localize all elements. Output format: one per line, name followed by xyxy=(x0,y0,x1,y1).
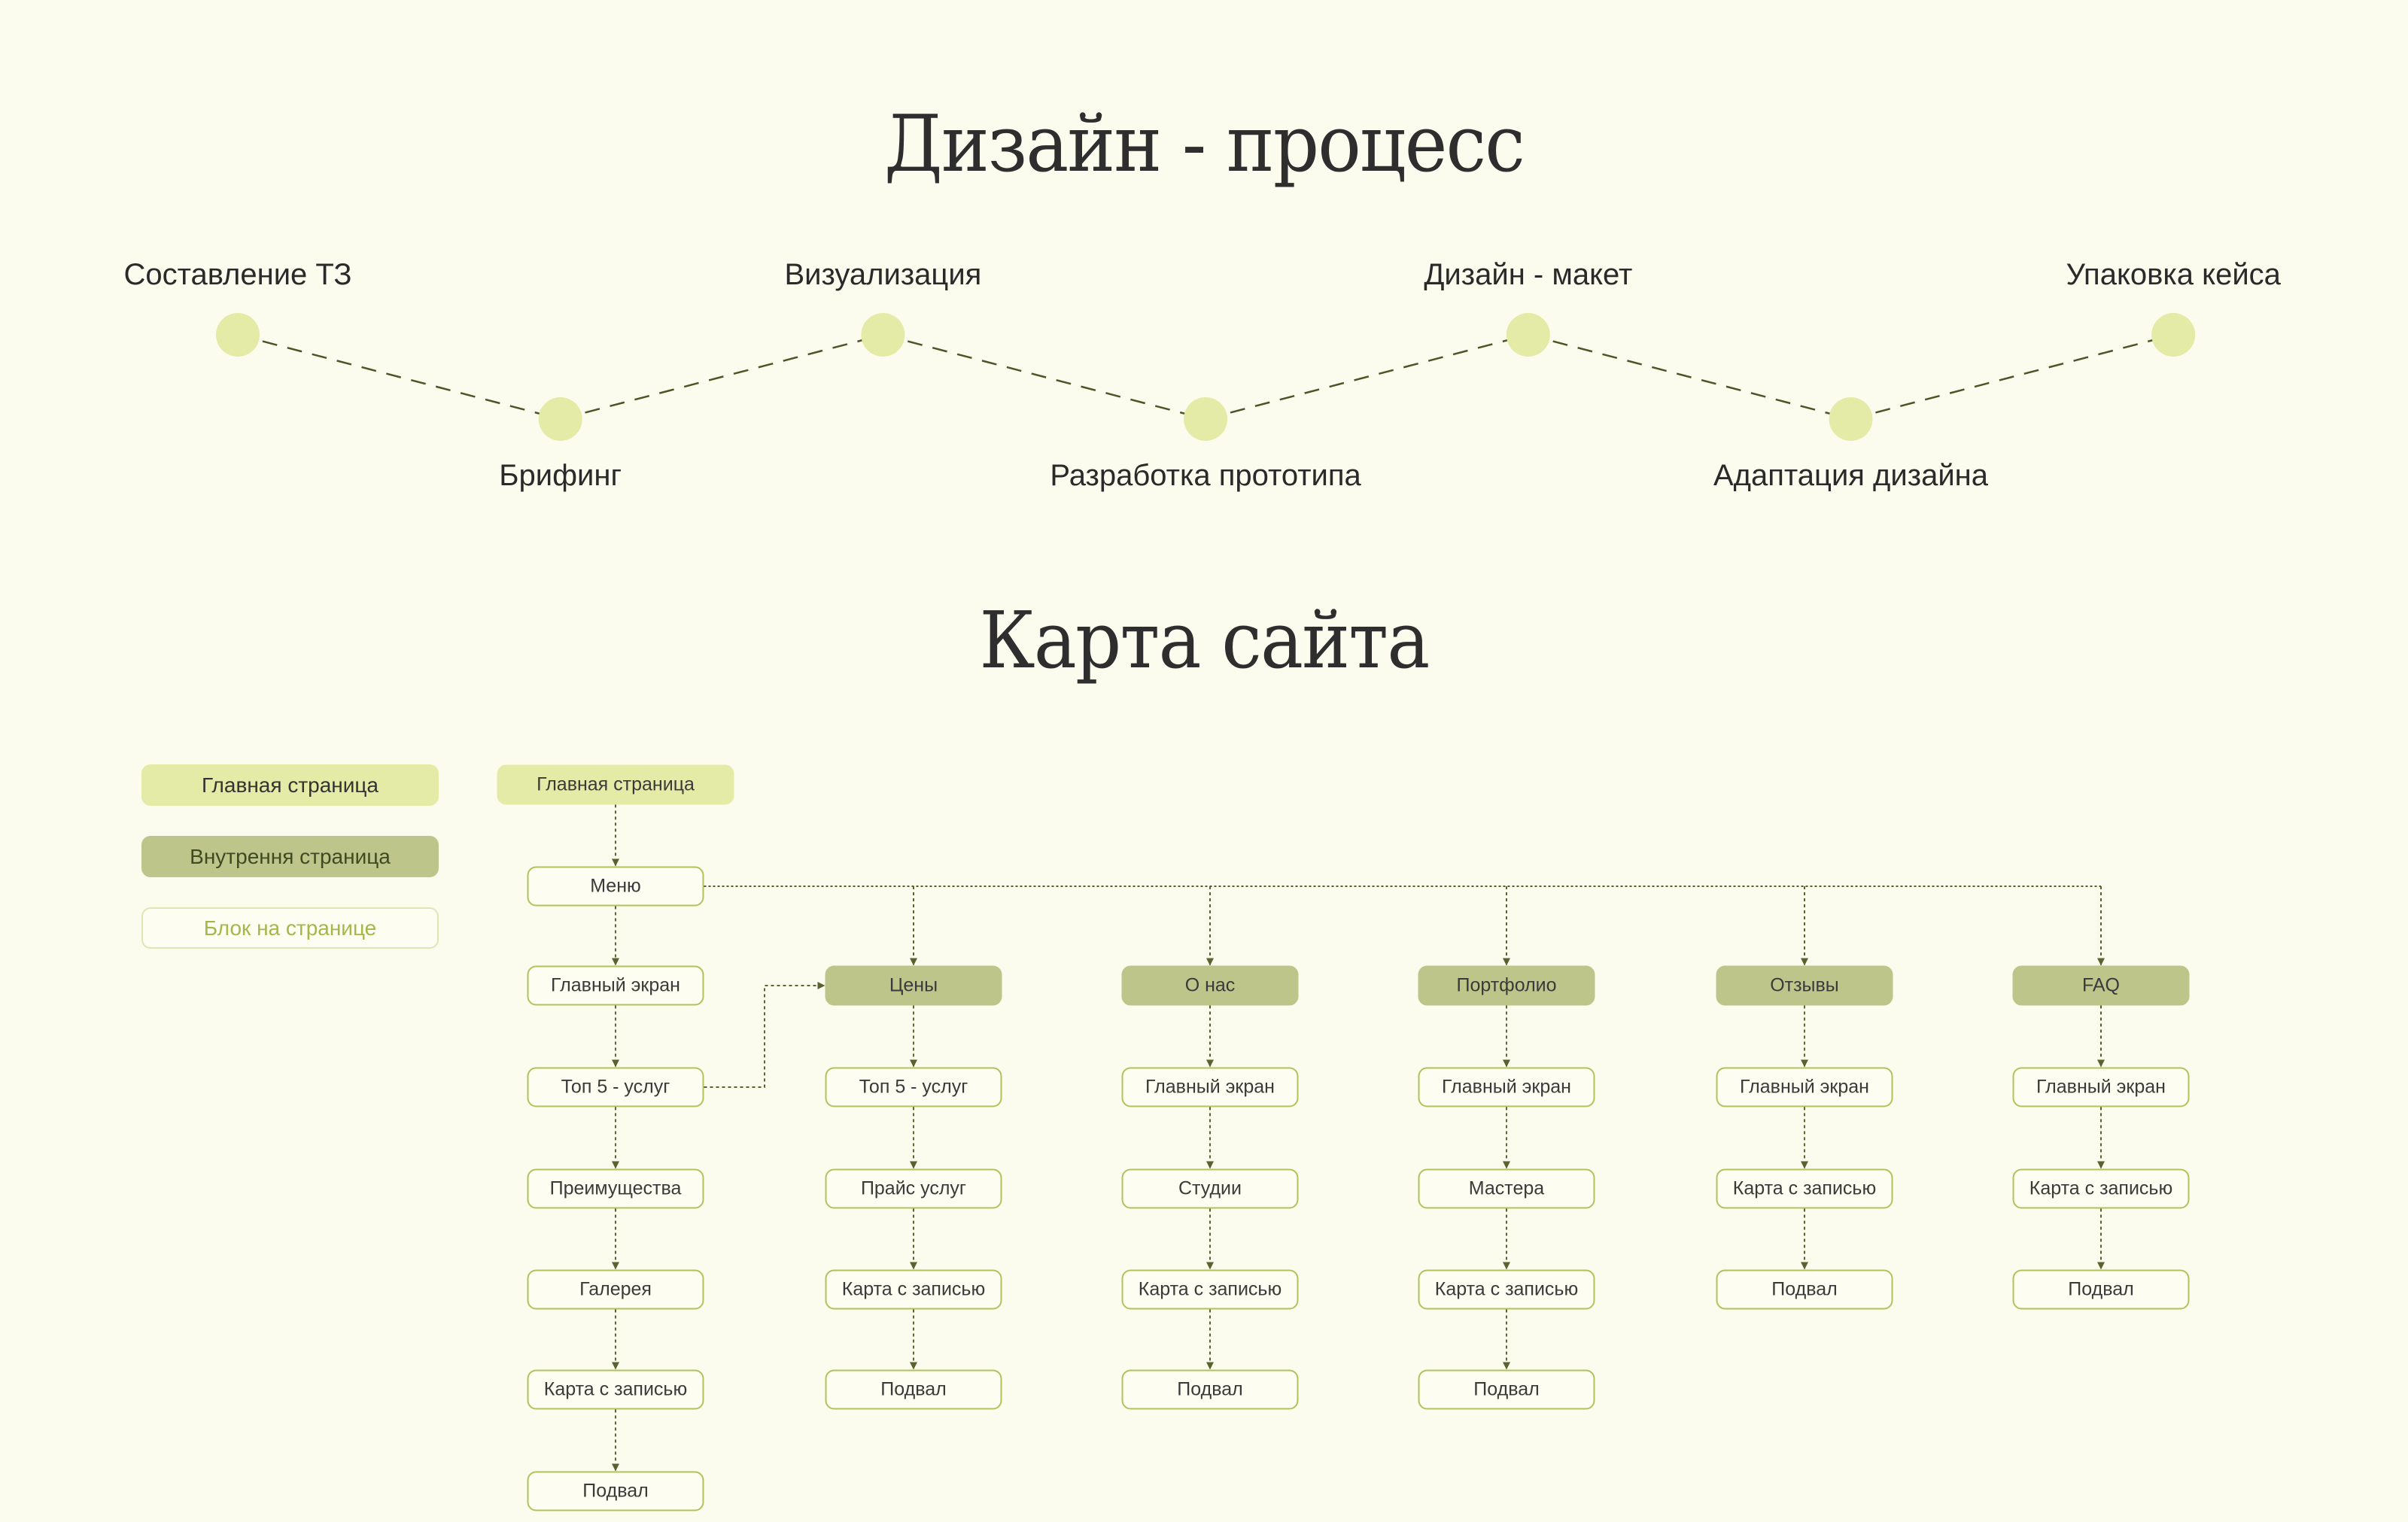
node-page-block[interactable]: Карта с записью xyxy=(1121,1269,1299,1310)
node-label: FAQ xyxy=(2081,974,2120,996)
process-step-dot xyxy=(1506,313,1550,357)
node-page-block[interactable]: Студии xyxy=(1121,1168,1299,1209)
node-label: Отзывы xyxy=(1770,974,1839,996)
node-page-block[interactable]: Подвал xyxy=(1121,1369,1299,1410)
node-label: Подвал xyxy=(1771,1278,1838,1300)
node-page-block[interactable]: Подвал xyxy=(2012,1269,2190,1310)
node-page-block[interactable]: Карта с записью xyxy=(825,1269,1002,1310)
node-home-page[interactable]: Главная страница xyxy=(497,764,734,805)
node-page-4[interactable]: Отзывы xyxy=(1716,965,1893,1006)
node-label: Топ 5 - услуг xyxy=(859,1076,968,1098)
process-step-dot xyxy=(1829,397,1873,441)
node-page-block[interactable]: Карта с записью xyxy=(2012,1168,2190,1209)
node-page-5[interactable]: FAQ xyxy=(2012,965,2190,1006)
node-label: Главный экран xyxy=(2036,1076,2166,1098)
node-label: Карта с записью xyxy=(543,1378,688,1400)
process-connector xyxy=(1528,333,1851,421)
process-step-dot xyxy=(216,313,260,357)
process-step-dot xyxy=(861,313,905,357)
node-label: Карта с записью xyxy=(1138,1278,1282,1300)
process-connector xyxy=(883,333,1206,421)
process-step-dot xyxy=(2151,313,2196,357)
node-label: Подвал xyxy=(582,1480,649,1502)
node-label: Галерея xyxy=(579,1278,652,1300)
node-page-block[interactable]: Подвал xyxy=(1418,1369,1595,1410)
node-label: Карта с записью xyxy=(841,1278,986,1300)
node-label: О нас xyxy=(1184,974,1236,996)
node-page-block[interactable]: Главный экран xyxy=(1716,1067,1893,1107)
node-label: Главный экран xyxy=(1145,1076,1275,1098)
node-label: Карта с записью xyxy=(2029,1177,2173,1199)
node-home-block[interactable]: Галерея xyxy=(527,1269,704,1310)
node-page-block[interactable]: Главный экран xyxy=(2012,1067,2190,1107)
node-page-1[interactable]: Цены xyxy=(825,965,1002,1006)
node-label: Мастера xyxy=(1468,1177,1545,1199)
process-step-dot xyxy=(538,397,582,441)
node-label: Преимущества xyxy=(549,1177,682,1199)
node-label: Главная страница xyxy=(537,773,695,795)
process-step-label: Брифинг xyxy=(499,459,622,492)
node-page-block[interactable]: Топ 5 - услуг xyxy=(825,1067,1002,1107)
process-connector xyxy=(1205,333,1529,421)
node-page-block[interactable]: Мастера xyxy=(1418,1168,1595,1209)
node-page-block[interactable]: Прайс услуг xyxy=(825,1168,1002,1209)
node-page-3[interactable]: Портфолио xyxy=(1418,965,1595,1006)
process-step-label: Визуализация xyxy=(784,258,982,291)
node-menu[interactable]: Меню xyxy=(527,866,704,907)
node-home-block[interactable]: Главный экран xyxy=(527,965,704,1006)
node-label: Карта с записью xyxy=(1434,1278,1579,1300)
node-page-block[interactable]: Главный экран xyxy=(1418,1067,1595,1107)
node-home-block[interactable]: Топ 5 - услуг xyxy=(527,1067,704,1107)
legend-label: Главная страница xyxy=(201,773,379,797)
node-label: Студии xyxy=(1178,1177,1242,1199)
node-label: Портфолио xyxy=(1456,974,1557,996)
legend-label: Внутрення страница xyxy=(190,844,391,868)
process-step-label: Упаковка кейса xyxy=(2066,258,2281,291)
node-label: Подвал xyxy=(880,1378,947,1400)
node-label: Главный экран xyxy=(551,974,680,996)
node-label: Подвал xyxy=(1177,1378,1243,1400)
top5-to-prices-link xyxy=(704,982,825,1088)
node-label: Топ 5 - услуг xyxy=(561,1076,670,1098)
node-home-block[interactable]: Карта с записью xyxy=(527,1369,704,1410)
process-title: Дизайн - процесс xyxy=(884,98,1525,190)
node-home-block[interactable]: Подвал xyxy=(527,1471,704,1511)
process-step-label: Составление ТЗ xyxy=(123,258,352,291)
node-page-2[interactable]: О нас xyxy=(1121,965,1299,1006)
node-label: Главный экран xyxy=(1740,1076,1869,1098)
node-label: Цены xyxy=(889,974,938,996)
process-connector xyxy=(560,333,883,421)
sitemap-title: Карта сайта xyxy=(979,594,1431,686)
process-step-label: Дизайн - макет xyxy=(1424,258,1633,291)
process-step-label: Разработка прототипа xyxy=(1050,459,1361,492)
process-connector xyxy=(237,333,561,421)
node-home-block[interactable]: Преимущества xyxy=(527,1168,704,1209)
legend-inner-page: Внутрення страница xyxy=(141,836,439,877)
node-page-block[interactable]: Главный экран xyxy=(1121,1067,1299,1107)
node-page-block[interactable]: Карта с записью xyxy=(1716,1168,1893,1209)
legend-main-page: Главная страница xyxy=(141,764,439,806)
process-timeline xyxy=(216,313,2196,441)
node-label: Карта с записью xyxy=(1732,1177,1877,1199)
legend-label: Блок на странице xyxy=(203,916,377,940)
process-connector xyxy=(1850,333,2174,421)
node-label: Главный экран xyxy=(1442,1076,1571,1098)
node-label: Подвал xyxy=(2068,1278,2134,1300)
node-page-block[interactable]: Карта с записью xyxy=(1418,1269,1595,1310)
node-label: Подвал xyxy=(1473,1378,1540,1400)
node-page-block[interactable]: Подвал xyxy=(825,1369,1002,1410)
process-step-label: Адаптация дизайна xyxy=(1713,459,1989,492)
node-label: Прайс услуг xyxy=(860,1177,967,1199)
node-label: Меню xyxy=(590,875,641,897)
legend-page-block: Блок на странице xyxy=(141,907,439,949)
node-page-block[interactable]: Подвал xyxy=(1716,1269,1893,1310)
process-step-dot xyxy=(1184,397,1228,441)
